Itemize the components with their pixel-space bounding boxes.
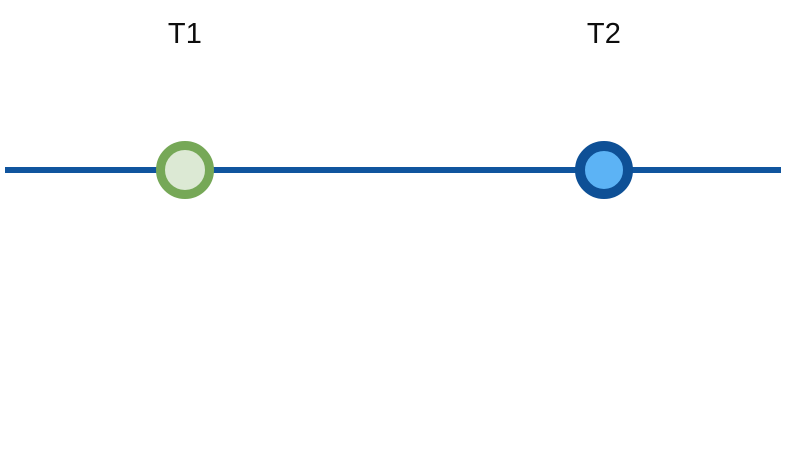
timeline-label-t1: T1 (167, 18, 203, 50)
process-block-start-registration[interactable]: Starten GMN_Start- Registration (0, 237, 380, 474)
timeline-label-t2: T2 (586, 18, 622, 50)
process-block-measuringpoint[interactable]: Aanvullen ... GMN_ MeasuringPoint (415, 237, 786, 474)
timeline-marker-t1[interactable] (156, 141, 214, 199)
process-timeline (5, 141, 781, 199)
block-shape-measuringpoint (415, 237, 786, 474)
timeline-marker-t2[interactable] (575, 141, 633, 199)
block-shape-start-registration (0, 237, 380, 474)
